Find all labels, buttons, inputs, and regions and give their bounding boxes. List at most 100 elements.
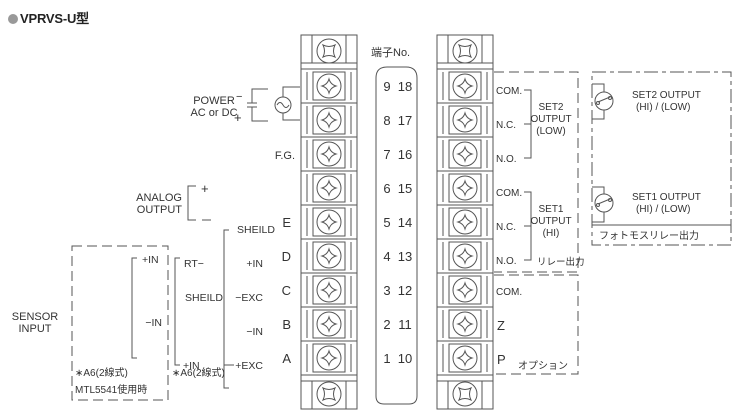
terminal-number-left: 8	[383, 113, 390, 128]
relay-output-group: COM. N.C. N.O. SET2 OUTPUT (LOW) COM. N.…	[494, 71, 585, 273]
left-block-terminal-3[interactable]	[300, 136, 358, 172]
set1-label-2: OUTPUT	[530, 216, 571, 227]
right-block-terminal-4[interactable]	[436, 170, 494, 206]
terminal-number-header: 端子No.	[371, 46, 410, 59]
right-block-terminal-screw-icon	[452, 73, 478, 99]
sensor-wiring: SHEILD +IN −EXC −IN +EXC RT− SHEILD +IN …	[12, 224, 275, 401]
set1-com-label: COM.	[496, 188, 522, 199]
power-plus-sign: +	[234, 110, 242, 125]
right-block-terminal-7[interactable]	[436, 272, 494, 308]
terminal-number-right: 10	[398, 351, 412, 366]
left-block-terminal-7[interactable]	[300, 272, 358, 308]
option-group: COM. Z P オプション	[494, 274, 579, 375]
analog-plus-sign: +	[201, 181, 209, 196]
terminal-number-right: 14	[398, 215, 412, 230]
right-block-bottom-mount-screw-icon	[452, 381, 478, 407]
option-com-label: COM.	[496, 287, 522, 298]
analog-output-wiring: ANALOG OUTPUT +	[136, 181, 211, 221]
terminal-number-strip	[375, 66, 418, 405]
model-name: VPRVS-U型	[20, 11, 89, 26]
terminal-number-left: 9	[383, 79, 390, 94]
right-block-bottom-cap	[436, 374, 494, 410]
set2-photomos-switch-icon	[594, 91, 614, 111]
set2-label-1: SET2	[538, 102, 563, 113]
terminal-label-b: B	[282, 317, 291, 332]
left-block-terminal-screw-icon	[316, 277, 342, 303]
set1-label-1: SET1	[538, 204, 563, 215]
power-label-line2: AC or DC	[190, 107, 237, 119]
terminal-label-fg: F.G.	[275, 150, 295, 162]
left-block-bottom-cap	[300, 374, 358, 410]
plus-exc-a-label: +EXC	[235, 360, 263, 372]
right-block-terminal-5[interactable]	[436, 204, 494, 240]
set1-photomos-switch-icon	[594, 193, 614, 213]
analog-output-label-line2: OUTPUT	[137, 204, 183, 216]
terminal-number-left: 6	[383, 181, 390, 196]
left-block-terminal-9[interactable]	[300, 340, 358, 376]
twowire-minus-in-label: −IN	[145, 317, 162, 329]
right-block-terminal-screw-icon	[452, 345, 478, 371]
plus-in-d-label: +IN	[246, 258, 263, 270]
option-label: オプション	[518, 360, 568, 372]
terminal-number-right: 11	[398, 317, 412, 332]
sensor-input-label-line1: SENSOR	[12, 311, 59, 323]
left-block-terminal-6[interactable]	[300, 238, 358, 274]
right-block-terminal-8[interactable]	[436, 306, 494, 342]
set2-label-2: OUTPUT	[530, 114, 571, 125]
right-block-top-cap	[436, 34, 494, 70]
minus-in-b-label: −IN	[246, 326, 263, 338]
note-a6-mtl-line1: ∗A6(2線式)	[75, 366, 128, 379]
right-block-terminal-screw-icon	[452, 311, 478, 337]
left-block-terminal-screw-icon	[316, 107, 342, 133]
set2-no-label: N.O.	[496, 154, 517, 165]
terminal-label-a: A	[282, 351, 291, 366]
terminal-number-left: 3	[383, 283, 390, 298]
left-block-terminal-5[interactable]	[300, 204, 358, 240]
terminal-number-left: 4	[383, 249, 390, 264]
photomos-label: フォトモスリレー出力	[599, 229, 699, 242]
left-block-terminal-screw-icon	[316, 345, 342, 371]
right-terminal-block	[436, 34, 494, 410]
left-block-terminal-1[interactable]	[300, 68, 358, 104]
left-block-terminal-screw-icon	[316, 175, 342, 201]
right-block-terminal-screw-icon	[452, 277, 478, 303]
right-block-terminal-6[interactable]	[436, 238, 494, 274]
terminal-number-right: 16	[398, 147, 412, 162]
terminal-number-left: 7	[383, 147, 390, 162]
terminal-number-right: 17	[398, 113, 412, 128]
left-block-top-mount-screw-icon	[316, 38, 342, 64]
terminal-number-right: 15	[398, 181, 412, 196]
mtl5541-dashed-box	[71, 245, 169, 401]
right-block-terminal-screw-icon	[452, 243, 478, 269]
left-block-terminal-8[interactable]	[300, 306, 358, 342]
photomos-set2-line1: SET2 OUTPUT	[632, 90, 701, 101]
right-block-terminal-1[interactable]	[436, 68, 494, 104]
set1-label-3: (HI)	[543, 228, 560, 239]
photomos-set2-line2: (HI) / (LOW)	[636, 102, 690, 113]
right-block-top-mount-screw-icon	[452, 38, 478, 64]
relay-output-note: リレー出力	[537, 256, 585, 268]
set2-label-3: (LOW)	[536, 126, 565, 137]
terminal-number-right: 18	[398, 79, 412, 94]
left-block-terminal-2[interactable]	[300, 102, 358, 138]
right-block-terminal-3[interactable]	[436, 136, 494, 172]
power-minus-sign: −	[236, 91, 242, 103]
twowire-plus-in-label: +IN	[142, 254, 159, 266]
power-label-line1: POWER	[193, 95, 235, 107]
photomos-set1-line1: SET1 OUTPUT	[632, 192, 701, 203]
set1-no-label: N.O.	[496, 256, 517, 267]
left-block-bottom-mount-screw-icon	[316, 381, 342, 407]
right-block-terminal-screw-icon	[452, 107, 478, 133]
set1-nc-label: N.C.	[496, 222, 516, 233]
rt-minus-label: RT−	[184, 258, 204, 270]
left-block-top-cap	[300, 34, 358, 70]
right-block-terminal-2[interactable]	[436, 102, 494, 138]
terminal-number-right: 12	[398, 283, 412, 298]
right-block-terminal-9[interactable]	[436, 340, 494, 376]
left-block-terminal-screw-icon	[316, 141, 342, 167]
photomos-relay-group: SET2 OUTPUT (HI) / (LOW) SET1 OUTPUT (HI…	[591, 71, 732, 246]
left-block-terminal-4[interactable]	[300, 170, 358, 206]
